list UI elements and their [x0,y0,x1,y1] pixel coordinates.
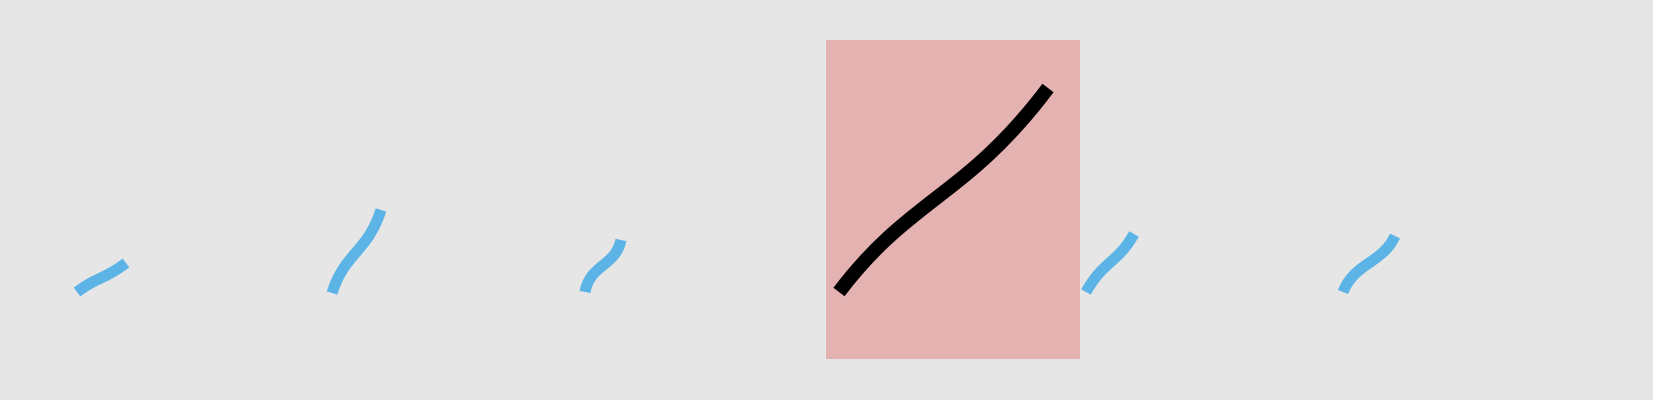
stroke-3[interactable] [579,238,627,294]
stroke-2[interactable] [326,208,387,295]
stroke-4[interactable] [833,83,1054,297]
stroke-1[interactable] [73,258,130,297]
stroke-5[interactable] [1081,231,1139,295]
stroke-6[interactable] [1337,233,1400,295]
